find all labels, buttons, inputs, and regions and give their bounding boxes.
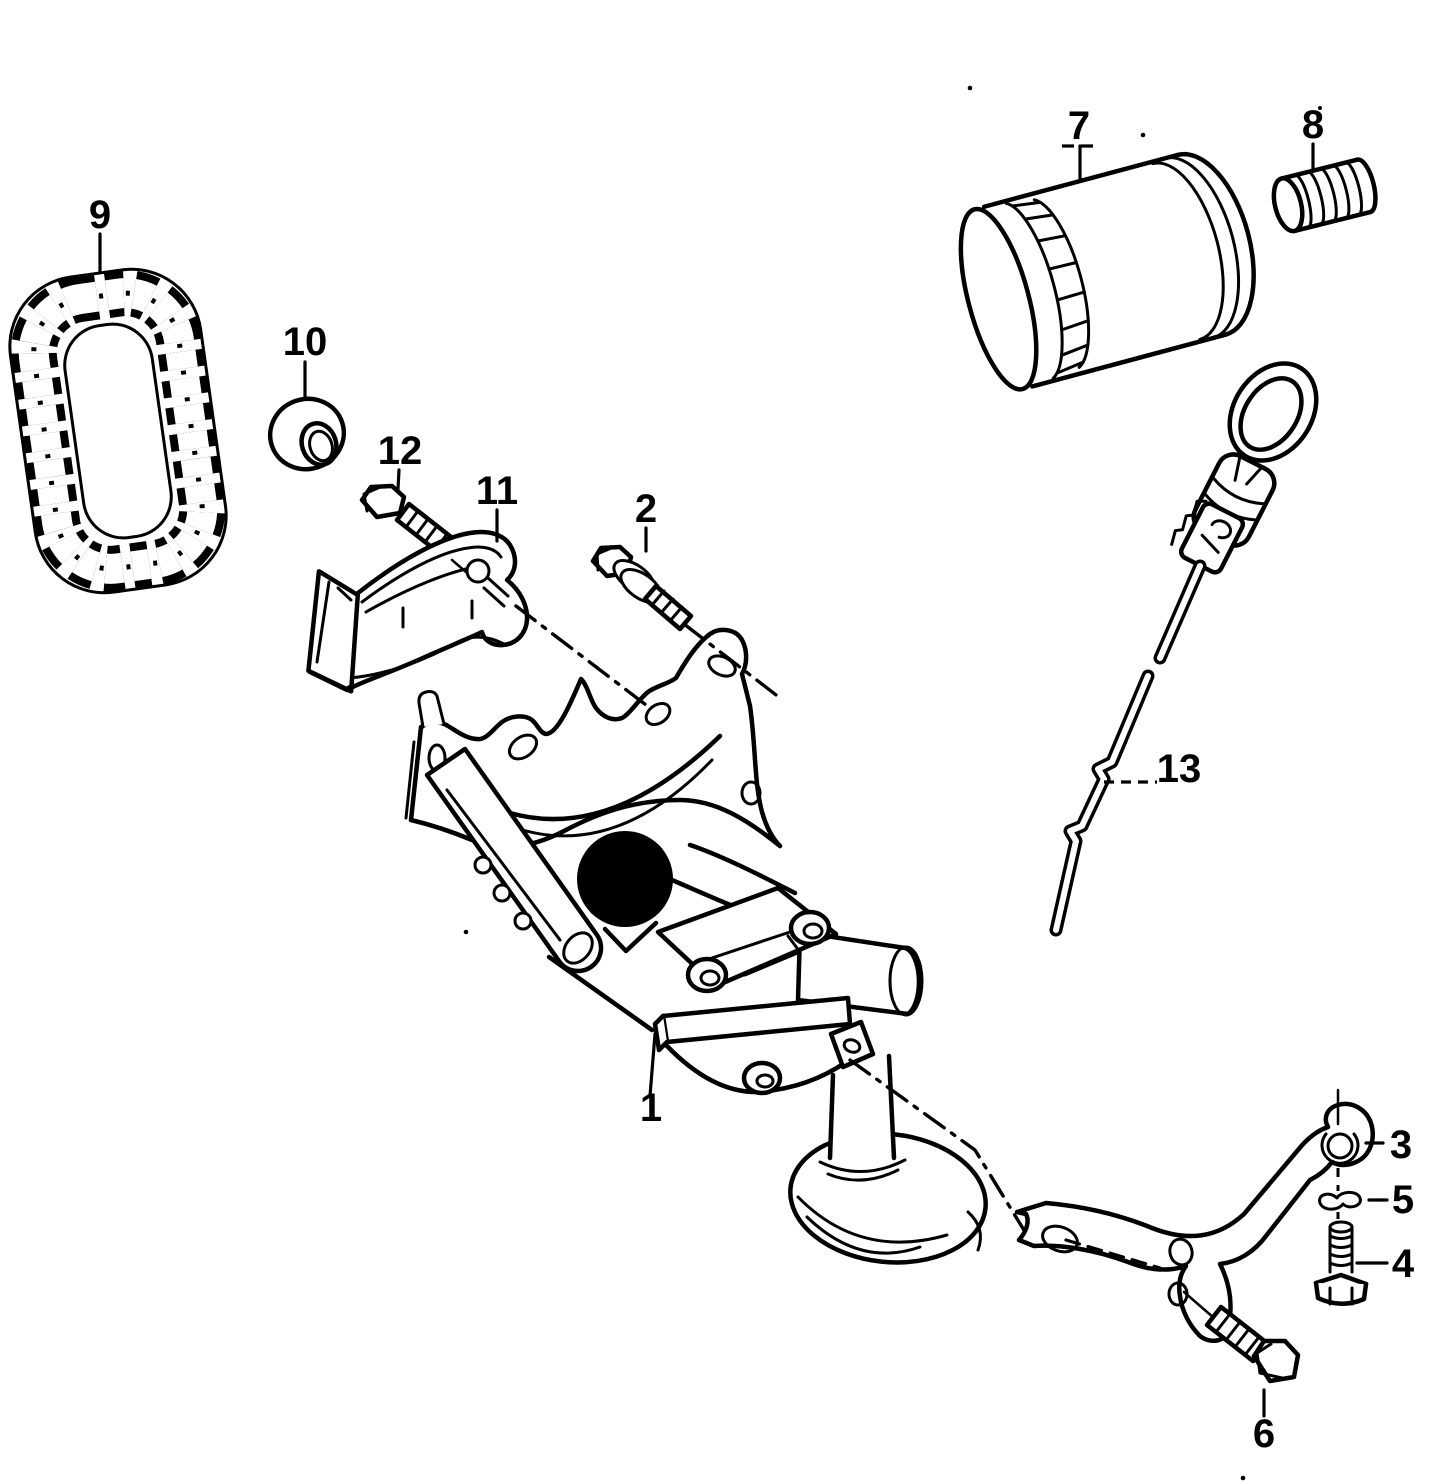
callout-label-7: 7 bbox=[1068, 104, 1090, 148]
pump-bolt-boss bbox=[788, 909, 832, 947]
callout-8: 8 bbox=[1302, 103, 1324, 173]
part-bushing bbox=[267, 396, 347, 472]
callout-label-12: 12 bbox=[378, 429, 423, 473]
callout-5: 5 bbox=[1367, 1178, 1414, 1222]
callout-label-2: 2 bbox=[635, 487, 657, 531]
callout-12: 12 bbox=[378, 429, 423, 491]
scan-speck bbox=[1140, 132, 1146, 138]
callout-2: 2 bbox=[635, 487, 657, 553]
axis-line-pump-to-baffle bbox=[848, 1058, 1032, 1242]
scan-speck bbox=[463, 929, 469, 935]
callout-label-6: 6 bbox=[1253, 1412, 1275, 1456]
callout-11: 11 bbox=[476, 469, 518, 543]
callout-13: 13 bbox=[1104, 747, 1201, 791]
callout-1: 1 bbox=[640, 1032, 662, 1130]
callout-label-3: 3 bbox=[1390, 1123, 1412, 1167]
callout-4: 4 bbox=[1355, 1242, 1415, 1286]
part-timing-chain bbox=[8, 267, 228, 595]
part-bolt-2 bbox=[590, 544, 694, 632]
callout-6: 6 bbox=[1253, 1388, 1275, 1456]
axis-line-bolt2-to-pump bbox=[682, 622, 782, 700]
part-oil-pump bbox=[404, 627, 988, 1265]
callout-3: 3 bbox=[1364, 1123, 1412, 1167]
part-washer-clip bbox=[1318, 1190, 1362, 1211]
pump-bolt-boss bbox=[685, 956, 729, 994]
redaction-dot bbox=[577, 831, 673, 927]
callout-label-11: 11 bbox=[476, 469, 518, 513]
part-chain-tensioner bbox=[306, 529, 530, 694]
axis-line-bolt12-to-pump bbox=[514, 604, 652, 710]
callout-7: 7 bbox=[1062, 104, 1098, 180]
callout-label-4: 4 bbox=[1392, 1242, 1415, 1286]
callout-label-1: 1 bbox=[640, 1086, 662, 1130]
callout-label-9: 9 bbox=[89, 193, 111, 237]
scan-speck bbox=[967, 85, 973, 91]
scan-speck bbox=[1318, 106, 1322, 110]
callout-9: 9 bbox=[89, 193, 111, 274]
callout-10: 10 bbox=[283, 320, 328, 400]
part-bolt-6 bbox=[1182, 1290, 1301, 1384]
callout-label-10: 10 bbox=[283, 320, 328, 364]
part-bolt-4 bbox=[1313, 1220, 1369, 1306]
callout-label-5: 5 bbox=[1392, 1178, 1414, 1222]
callout-label-8: 8 bbox=[1302, 103, 1324, 147]
scan-speck bbox=[1240, 1475, 1246, 1481]
part-dipstick bbox=[1049, 361, 1319, 937]
axis-line-bolt12 bbox=[450, 558, 468, 574]
plate-edge-line bbox=[404, 740, 416, 820]
pump-bolt-boss bbox=[741, 1060, 783, 1096]
callout-label-13: 13 bbox=[1157, 747, 1202, 791]
